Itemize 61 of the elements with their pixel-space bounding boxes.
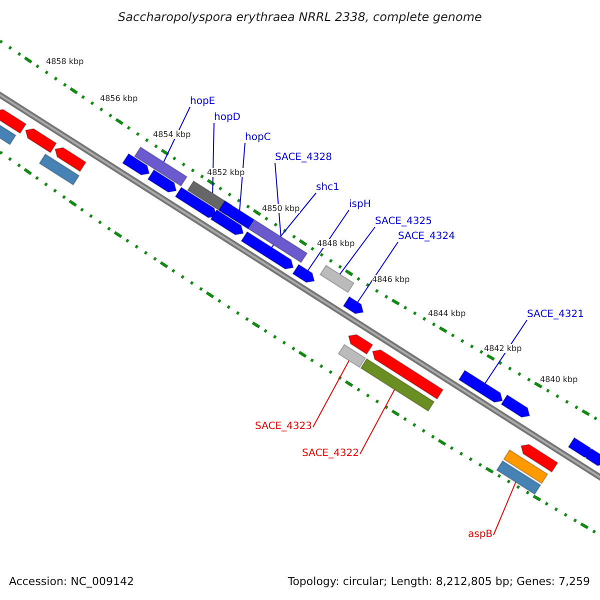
gene-feature — [134, 146, 188, 187]
gene-feature — [240, 231, 294, 270]
scale-label: 4852 kbp — [207, 168, 245, 177]
gene-feature — [210, 209, 244, 236]
gene-label: ispH — [349, 199, 371, 211]
scale-label: 4844 kbp — [428, 309, 466, 318]
gene-label: SACE_4322 — [302, 448, 359, 460]
gene-feature — [360, 358, 435, 412]
gene-feature — [372, 349, 444, 400]
gene-feature — [348, 334, 374, 355]
gene-feature — [338, 344, 366, 368]
gene-label: SACE_4324 — [398, 231, 455, 243]
scale-label: 4846 kbp — [372, 275, 410, 284]
gene-label: hopC — [245, 132, 271, 144]
gene-feature — [122, 153, 150, 176]
gene-label: shc1 — [316, 182, 340, 194]
gene-feature — [54, 147, 87, 172]
gene-label: SACE_4325 — [375, 216, 432, 228]
title: Saccharopolyspora erythraea NRRL 2338, complete genome — [117, 11, 483, 23]
gene-feature — [520, 444, 558, 473]
leader-line — [493, 482, 516, 536]
gene-label: SACE_4328 — [275, 152, 332, 164]
leader-line — [312, 360, 350, 428]
leader-line — [274, 162, 282, 238]
scale-label: 4856 kbp — [100, 94, 138, 103]
gene-label: SACE_4321 — [527, 309, 584, 321]
gene-label: SACE_4323 — [255, 421, 312, 433]
gene-feature — [319, 264, 355, 294]
gene-feature — [458, 370, 504, 403]
leader-line — [239, 142, 246, 211]
leader-line — [163, 106, 190, 162]
leader-line — [357, 242, 398, 303]
gene-feature — [38, 153, 80, 186]
gene-feature — [496, 460, 542, 495]
gene-label: hopD — [214, 112, 241, 124]
gene-label: hopE — [190, 96, 216, 108]
gene-feature — [342, 296, 364, 314]
gene-feature — [292, 264, 315, 283]
leader-line — [308, 210, 350, 271]
gene-feature — [24, 128, 57, 154]
gene-feature — [174, 186, 217, 218]
scale-label: 4850 kbp — [262, 204, 300, 213]
gene-feature — [585, 448, 600, 466]
gene-feature — [248, 219, 308, 264]
scale-label: 4842 kbp — [484, 344, 522, 353]
gene-label: aspB — [468, 529, 493, 541]
genome-info-text: Topology: circular; Length: 8,212,805 bp; Genes: 7,259 — [288, 576, 590, 588]
scale-label: 4854 kbp — [153, 130, 191, 139]
leader-line — [339, 226, 376, 275]
gene-feature — [218, 200, 255, 230]
leader-line — [484, 320, 528, 384]
scale-label: 4848 kbp — [317, 239, 355, 248]
gene-feature — [0, 108, 27, 134]
scale-label: 4840 kbp — [540, 375, 578, 384]
leader-line — [360, 389, 395, 454]
scale-label: 4858 kbp — [46, 57, 84, 66]
gene-feature — [500, 394, 530, 418]
accession-text: Accession: NC_009142 — [9, 576, 134, 588]
leader-line — [212, 122, 214, 194]
gene-feature — [147, 169, 177, 193]
gene-feature — [503, 449, 548, 484]
